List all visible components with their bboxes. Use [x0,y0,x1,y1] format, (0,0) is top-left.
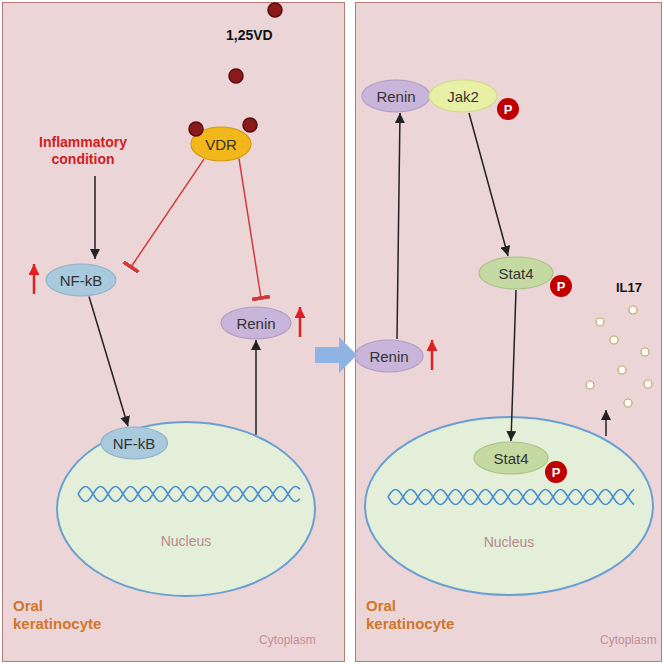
oval-outline [56,421,316,597]
molecule-oval: Renin [354,339,424,373]
oval-fill [474,442,548,474]
activation-arrow [89,297,128,427]
stimulus-arrow [94,176,96,259]
molecule-oval: Renin [220,306,292,340]
molecule-label: Renin [369,348,408,365]
molecule-label: Stat4 [493,450,528,467]
dna-strand [388,489,634,504]
oval-fill [429,80,497,112]
molecule-label: Renin [236,315,275,332]
compartment-label: Oral keratinocyte [13,597,113,633]
molecule-label: Renin [376,88,415,105]
molecule-label: NF-kB [60,272,103,289]
annotation-label: Inflammatory condition [23,134,143,168]
activation-arrow [397,113,400,339]
il17-particle [596,318,604,326]
oval-fill [221,307,291,339]
molecule-oval: Stat4 [478,256,554,290]
phospho-label: P [552,465,561,480]
phospho-badge: P [545,461,567,483]
dna-strands [78,487,634,505]
molecule-label: Jak2 [447,88,479,105]
compartment-label: Cytoplasm [600,633,657,647]
oval-fill [365,417,653,595]
vitamin-d-molecules [229,3,282,83]
molecule-oval: Jak2 [428,79,498,113]
compartment-label: Oral keratinocyte [366,597,466,633]
il17-particle [586,381,594,389]
molecule-oval: Nucleus NF-kB [56,421,316,597]
molecule-oval: Stat4 [473,441,549,475]
phospho-badge: P [497,98,519,120]
il17-particle [644,380,652,388]
inhibition-line [131,159,204,267]
molecule-label: NF-kB [113,435,156,452]
oval-fill [101,427,168,459]
vitamin-d-dot [229,69,243,83]
il17-particle [618,366,626,374]
compartment-label: Cytoplasm [259,633,316,647]
vitamin-d-dot [243,118,257,132]
oval-fill [46,264,116,296]
phospho-badge: P [550,275,572,297]
cell-panel: Oral keratinocyteCytoplasmVDRNF-kBReninN… [2,2,345,662]
vitamin-d-dot [268,3,282,17]
oval-fill [57,422,315,596]
oval-fill [479,257,553,289]
oval-fill [355,340,423,372]
dna-strand [388,490,634,505]
activation-arrow [255,340,257,435]
molecule-label: Stat4 [498,265,533,282]
molecule-oval: Renin [361,79,431,113]
compartment-label: Nucleus [484,534,535,550]
cell-panel: Oral keratinocyteCytoplasm Renin Jak2P Stat… [355,2,662,662]
inhibition-line [239,159,261,298]
molecule-oval: NF-kB [45,263,117,297]
il17-particle [629,306,637,314]
increase-arrow [33,264,36,294]
il17-particle [641,348,649,356]
phospho-label: P [557,279,566,294]
molecule-oval: VDR [190,126,252,162]
annotation-label: 1,25VD [226,27,273,43]
il17-particle [624,399,632,407]
compartment-label: Nucleus [161,533,212,549]
dna-strand [78,487,300,502]
phospho-label: P [504,102,513,117]
increase-arrow [431,340,434,370]
dna-strand [78,487,300,502]
secretion-arrow [605,410,607,436]
oval-fill [191,127,251,161]
vitamin-d-dot [189,122,203,136]
il17-particle [610,336,618,344]
transition-arrow [315,337,357,373]
molecule-oval: Nucleus Stat4P [364,416,654,596]
il17-particles [586,306,652,407]
activation-arrow [511,290,516,441]
annotation-label: IL17 [616,280,642,295]
molecule-label: VDR [205,136,237,153]
increase-arrow [299,307,302,337]
molecule-oval: NF-kB [100,426,169,460]
activation-arrow [469,113,508,256]
oval-fill [362,80,430,112]
